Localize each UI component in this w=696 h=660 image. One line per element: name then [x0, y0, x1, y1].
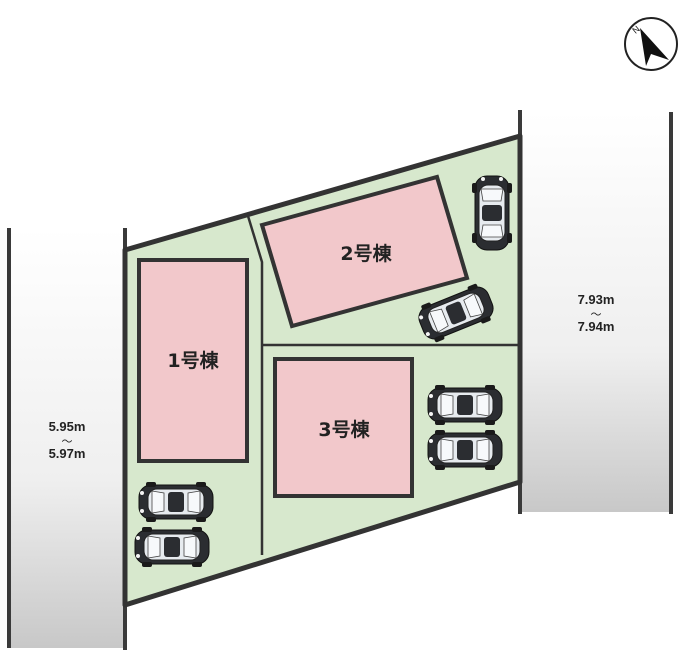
- car-icon: [427, 429, 503, 471]
- building-2: 2号棟: [259, 174, 470, 329]
- svg-text:7.93m: 7.93m: [578, 292, 615, 307]
- building-3-label: 3号棟: [318, 418, 370, 441]
- road-left-width: 5.95m 〜 5.97m: [49, 419, 86, 461]
- building-1-label: 1号棟: [167, 349, 219, 372]
- car-icon: [427, 384, 503, 426]
- svg-text:5.95m: 5.95m: [49, 419, 86, 434]
- building-2-label: 2号棟: [340, 242, 392, 265]
- svg-text:〜: 〜: [62, 436, 73, 448]
- road-right: [518, 110, 673, 514]
- svg-text:5.97m: 5.97m: [49, 446, 86, 461]
- car-icon: [134, 526, 210, 568]
- building-1: 1号棟: [137, 258, 249, 463]
- road-right-width: 7.93m 〜 7.94m: [578, 292, 615, 334]
- north-letter: N: [630, 24, 641, 36]
- building-3: 3号棟: [273, 357, 414, 498]
- car-icon: [138, 481, 214, 523]
- svg-text:〜: 〜: [591, 309, 602, 321]
- car-icon: [471, 175, 513, 251]
- svg-text:7.94m: 7.94m: [578, 319, 615, 334]
- north-arrow-icon: N: [624, 17, 678, 71]
